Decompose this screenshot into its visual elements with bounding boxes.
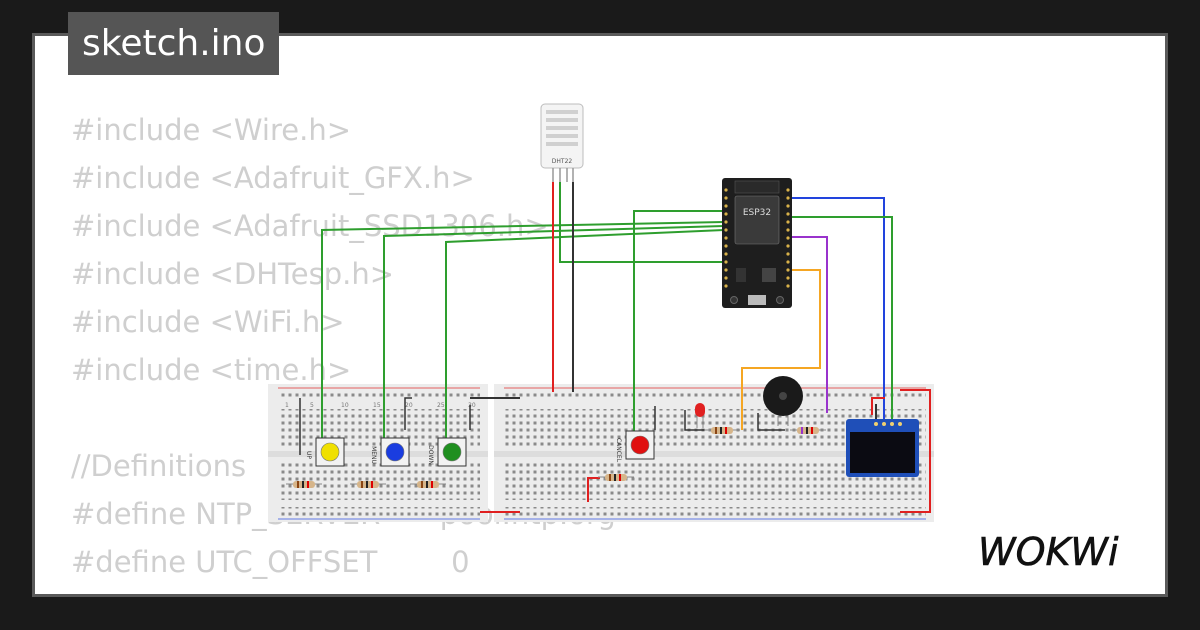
wire-dht-data (559, 182, 724, 263)
button-cap[interactable] (630, 435, 650, 455)
code-line: #include <Adafruit_GFX.h> (71, 161, 475, 195)
file-name: sketch.ino (82, 23, 266, 64)
wire-cancel-button (633, 210, 724, 432)
resistor (286, 481, 322, 488)
pushbutton-cancel[interactable]: CANCEL (615, 430, 655, 463)
resistor (704, 427, 740, 434)
wire-rail-bridge (900, 389, 931, 513)
resistor (410, 481, 446, 488)
wokwi-logo: WOKWi (978, 530, 1119, 575)
column-number: 15 (373, 402, 381, 409)
resistor (350, 481, 386, 488)
button-cap[interactable] (385, 442, 405, 462)
resistors (286, 427, 826, 488)
column-number: 25 (437, 402, 445, 409)
wire-buzzer (790, 236, 828, 413)
pushbutton-menu[interactable]: MENU (370, 437, 410, 467)
wire-oled-sda (790, 197, 885, 420)
esp32-label: ESP32 (743, 208, 771, 218)
resistor (790, 427, 826, 434)
button-label-cancel: CANCEL (615, 438, 622, 463)
esp32-board[interactable]: ESP32 (722, 178, 792, 308)
button-cap[interactable] (320, 442, 340, 462)
breadboard-left: 1 5 10 15 20 25 30 (268, 384, 488, 522)
wire-oled-scl (790, 216, 893, 420)
dht22-sensor[interactable]: DHT22 (540, 103, 584, 182)
dht22-label: DHT22 (552, 158, 573, 165)
column-number: 30 (468, 402, 476, 409)
column-number: 20 (405, 402, 413, 409)
code-line: #define UTC_OFFSET_DST 0 (71, 586, 629, 594)
wokwi-logo-text: WOKWi (978, 530, 1119, 574)
wire-cancel-pullup (587, 477, 600, 502)
wire-menu-button (383, 225, 725, 440)
wire-up-button (321, 221, 725, 440)
wire-down-button (445, 229, 725, 440)
code-line: #include <Wire.h> (71, 113, 352, 147)
code-line: #include <time.h> (71, 353, 352, 387)
column-number: 10 (341, 402, 349, 409)
pushbutton-down[interactable]: DOWN (427, 437, 467, 467)
code-line: //Definitions (71, 449, 247, 483)
button-label-up: UP (305, 451, 312, 459)
jumper (404, 397, 412, 430)
resistor (598, 474, 634, 481)
code-line: #define UTC_OFFSET 0 (71, 545, 470, 579)
code-preview: #include <Wire.h> #include <Adafruit_GFX… (71, 106, 629, 594)
buzzer[interactable] (763, 376, 803, 426)
wire-oled-vcc (871, 397, 885, 415)
jumper (757, 413, 785, 431)
code-line: #include <DHTesp.h> (71, 257, 395, 291)
oled-display[interactable] (846, 419, 919, 477)
red-led[interactable] (695, 403, 705, 428)
file-tab[interactable]: sketch.ino (68, 12, 280, 75)
button-label-down: DOWN (427, 445, 434, 465)
wire-led (741, 269, 821, 430)
column-number: 1 (285, 402, 289, 409)
wires (299, 182, 931, 513)
jumper (684, 410, 705, 431)
button-cap[interactable] (442, 442, 462, 462)
button-label-menu: MENU (370, 446, 377, 464)
pushbutton-up[interactable]: UP (305, 437, 345, 467)
column-number: 5 (310, 402, 314, 409)
